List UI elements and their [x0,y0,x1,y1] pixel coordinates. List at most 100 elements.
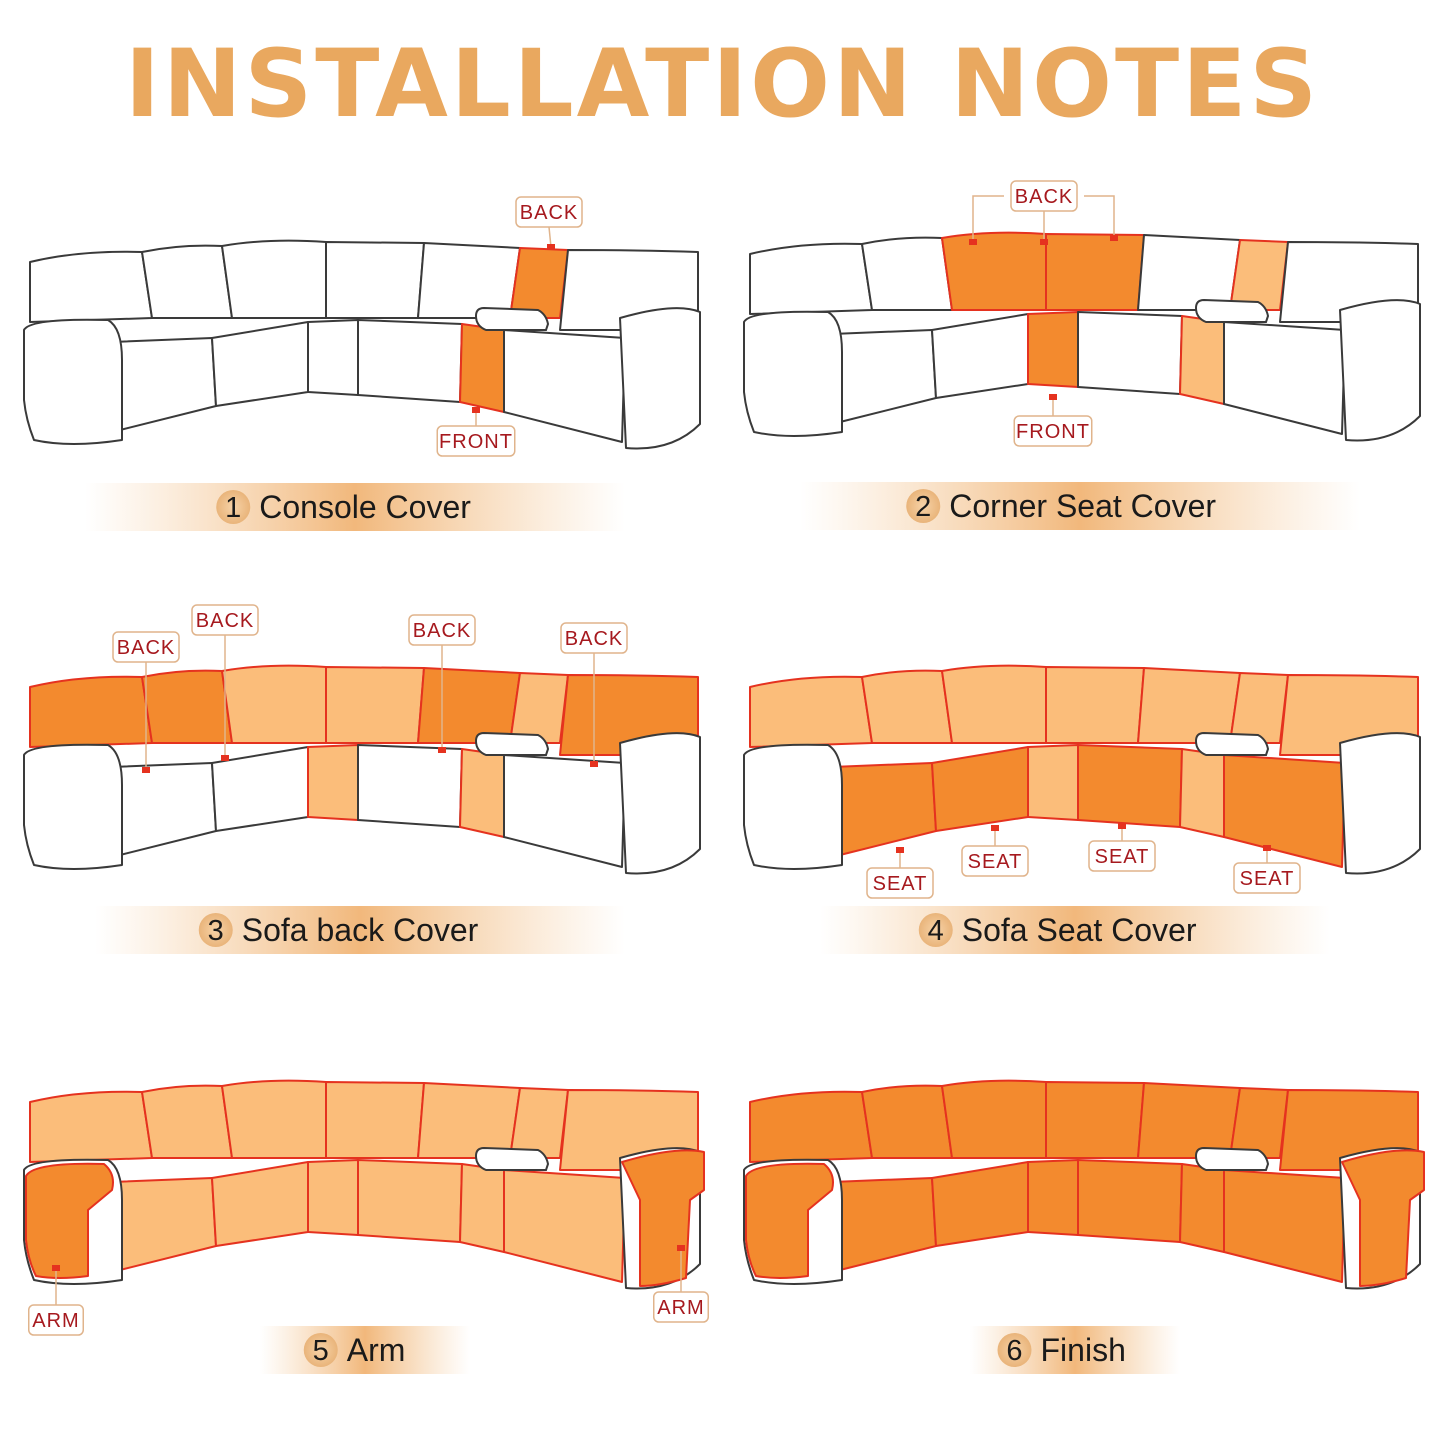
step-number-disc [918,913,953,947]
caption-band [800,482,1360,530]
tag-back: BACK [1010,180,1078,245]
step-caption-5: 5 Arm [260,1326,470,1374]
tag-seat: SEAT [866,847,934,899]
sofa-seat-cushion [459,748,505,838]
console-tray [474,1146,550,1171]
sofa-back-cushion [1229,1087,1289,1159]
sofa-seat-cushion [1223,754,1346,868]
sofa-back-cushion [141,244,233,319]
step-number: 6 [1006,1335,1022,1367]
caption-band [85,483,625,531]
sofa-back-cushion [749,242,873,315]
tag-marker [590,761,598,767]
sofa-back-cushion [29,250,153,323]
console-tray [474,306,550,331]
sofa-seat-cushion [111,762,217,856]
sofa-seat-cushion [831,329,937,423]
sofa-seat-cushion [111,1177,217,1271]
tag-label: BACK [413,620,471,642]
sofa-seat-cushion [307,1159,359,1236]
tag-label: BACK [196,610,254,632]
tag-box [1233,862,1301,894]
tag-label: ARM [32,1310,79,1332]
tag-back: BACK [191,604,259,761]
sofa-back-cushion [1229,239,1289,311]
tag-marker [969,239,977,245]
sofa-back-cushion [1229,672,1289,744]
sofa-seat-cushion [1027,311,1079,388]
sofa-arm [743,310,843,437]
tag-label: BACK [565,628,623,650]
sofa-6 [743,1079,1425,1290]
sofa-seat-cushion [1027,1159,1079,1236]
tag-marker [472,407,480,413]
step-label: Arm [347,1332,406,1368]
arm-cover [1341,1149,1425,1287]
console-tray [474,731,550,756]
sofa-seat-cushion [1077,311,1183,395]
sofa-back-cushion [941,231,1047,311]
sofa-seat-cushion [503,329,626,443]
tag-marker [547,244,555,250]
sofa-seat-cushion [1077,744,1183,828]
sofa-arm [619,732,701,875]
sofa-seat-cushion [831,762,937,856]
tag-arm: ARM [28,1265,84,1336]
sofa-arm [23,318,123,445]
sofa-back-cushion [1045,666,1145,744]
tag-marker [221,755,229,761]
sofa-back-cushion [325,241,425,319]
sofa-seat-cushion [1179,315,1225,405]
sofa-seat-cushion [357,1159,463,1243]
tag-label: ARM [657,1297,704,1319]
sofa-back-cushion [417,667,521,744]
sofa-back-cushion [749,675,873,748]
tag-label: BACK [117,637,175,659]
tag-box [515,196,583,228]
sofa-seat-cushion [1027,744,1079,821]
sofa-2 [743,231,1421,442]
tag-box [866,867,934,899]
tag-marker [1110,235,1118,241]
sofa-4 [743,664,1421,875]
tag-label: BACK [1015,186,1073,208]
tag-back: BACK [515,196,583,250]
tag-marker [991,825,999,831]
sofa-seat-cushion [931,1161,1029,1247]
tag-marker [52,1265,60,1271]
tag-marker [896,847,904,853]
sofa-3 [23,664,701,875]
console-tray [1194,1146,1270,1171]
tag-back: BACK [112,631,180,773]
step-number: 2 [915,491,931,523]
sofa-seat-cushion [307,744,359,821]
tag-label: SEAT [1240,868,1295,890]
step-label: Sofa Seat Cover [962,912,1197,948]
sofa-arm [23,743,123,870]
sofa-seat-cushion [211,1161,309,1247]
sofa-back-cushion [941,664,1047,744]
sofa-seat-cushion [831,1177,937,1271]
sofa-back-cushion [1137,667,1241,744]
tag-marker [1263,845,1271,851]
tag-marker [438,747,446,753]
sofa-back-cushion [1045,1081,1145,1159]
tag-box [1010,180,1078,212]
sofa-seat-cushion [357,319,463,403]
sofa-seat-cushion [931,313,1029,399]
tag-back: BACK [560,622,628,767]
arm-cover [621,1149,705,1287]
step-number-disc [303,1333,338,1367]
step-number: 5 [313,1335,329,1367]
sofa-back-cushion [221,1079,327,1159]
sofa-back-cushion [749,1090,873,1163]
sofa-seat-cushion [1179,1163,1225,1253]
tag-label: SEAT [968,851,1023,873]
step-number-disc [906,489,941,523]
sofa-seat-cushion [357,744,463,828]
sofa-seat-cushion [1077,1159,1183,1243]
step-number-disc [216,490,251,524]
tag-label: SEAT [1095,846,1150,868]
sofa-back-cushion [325,1081,425,1159]
